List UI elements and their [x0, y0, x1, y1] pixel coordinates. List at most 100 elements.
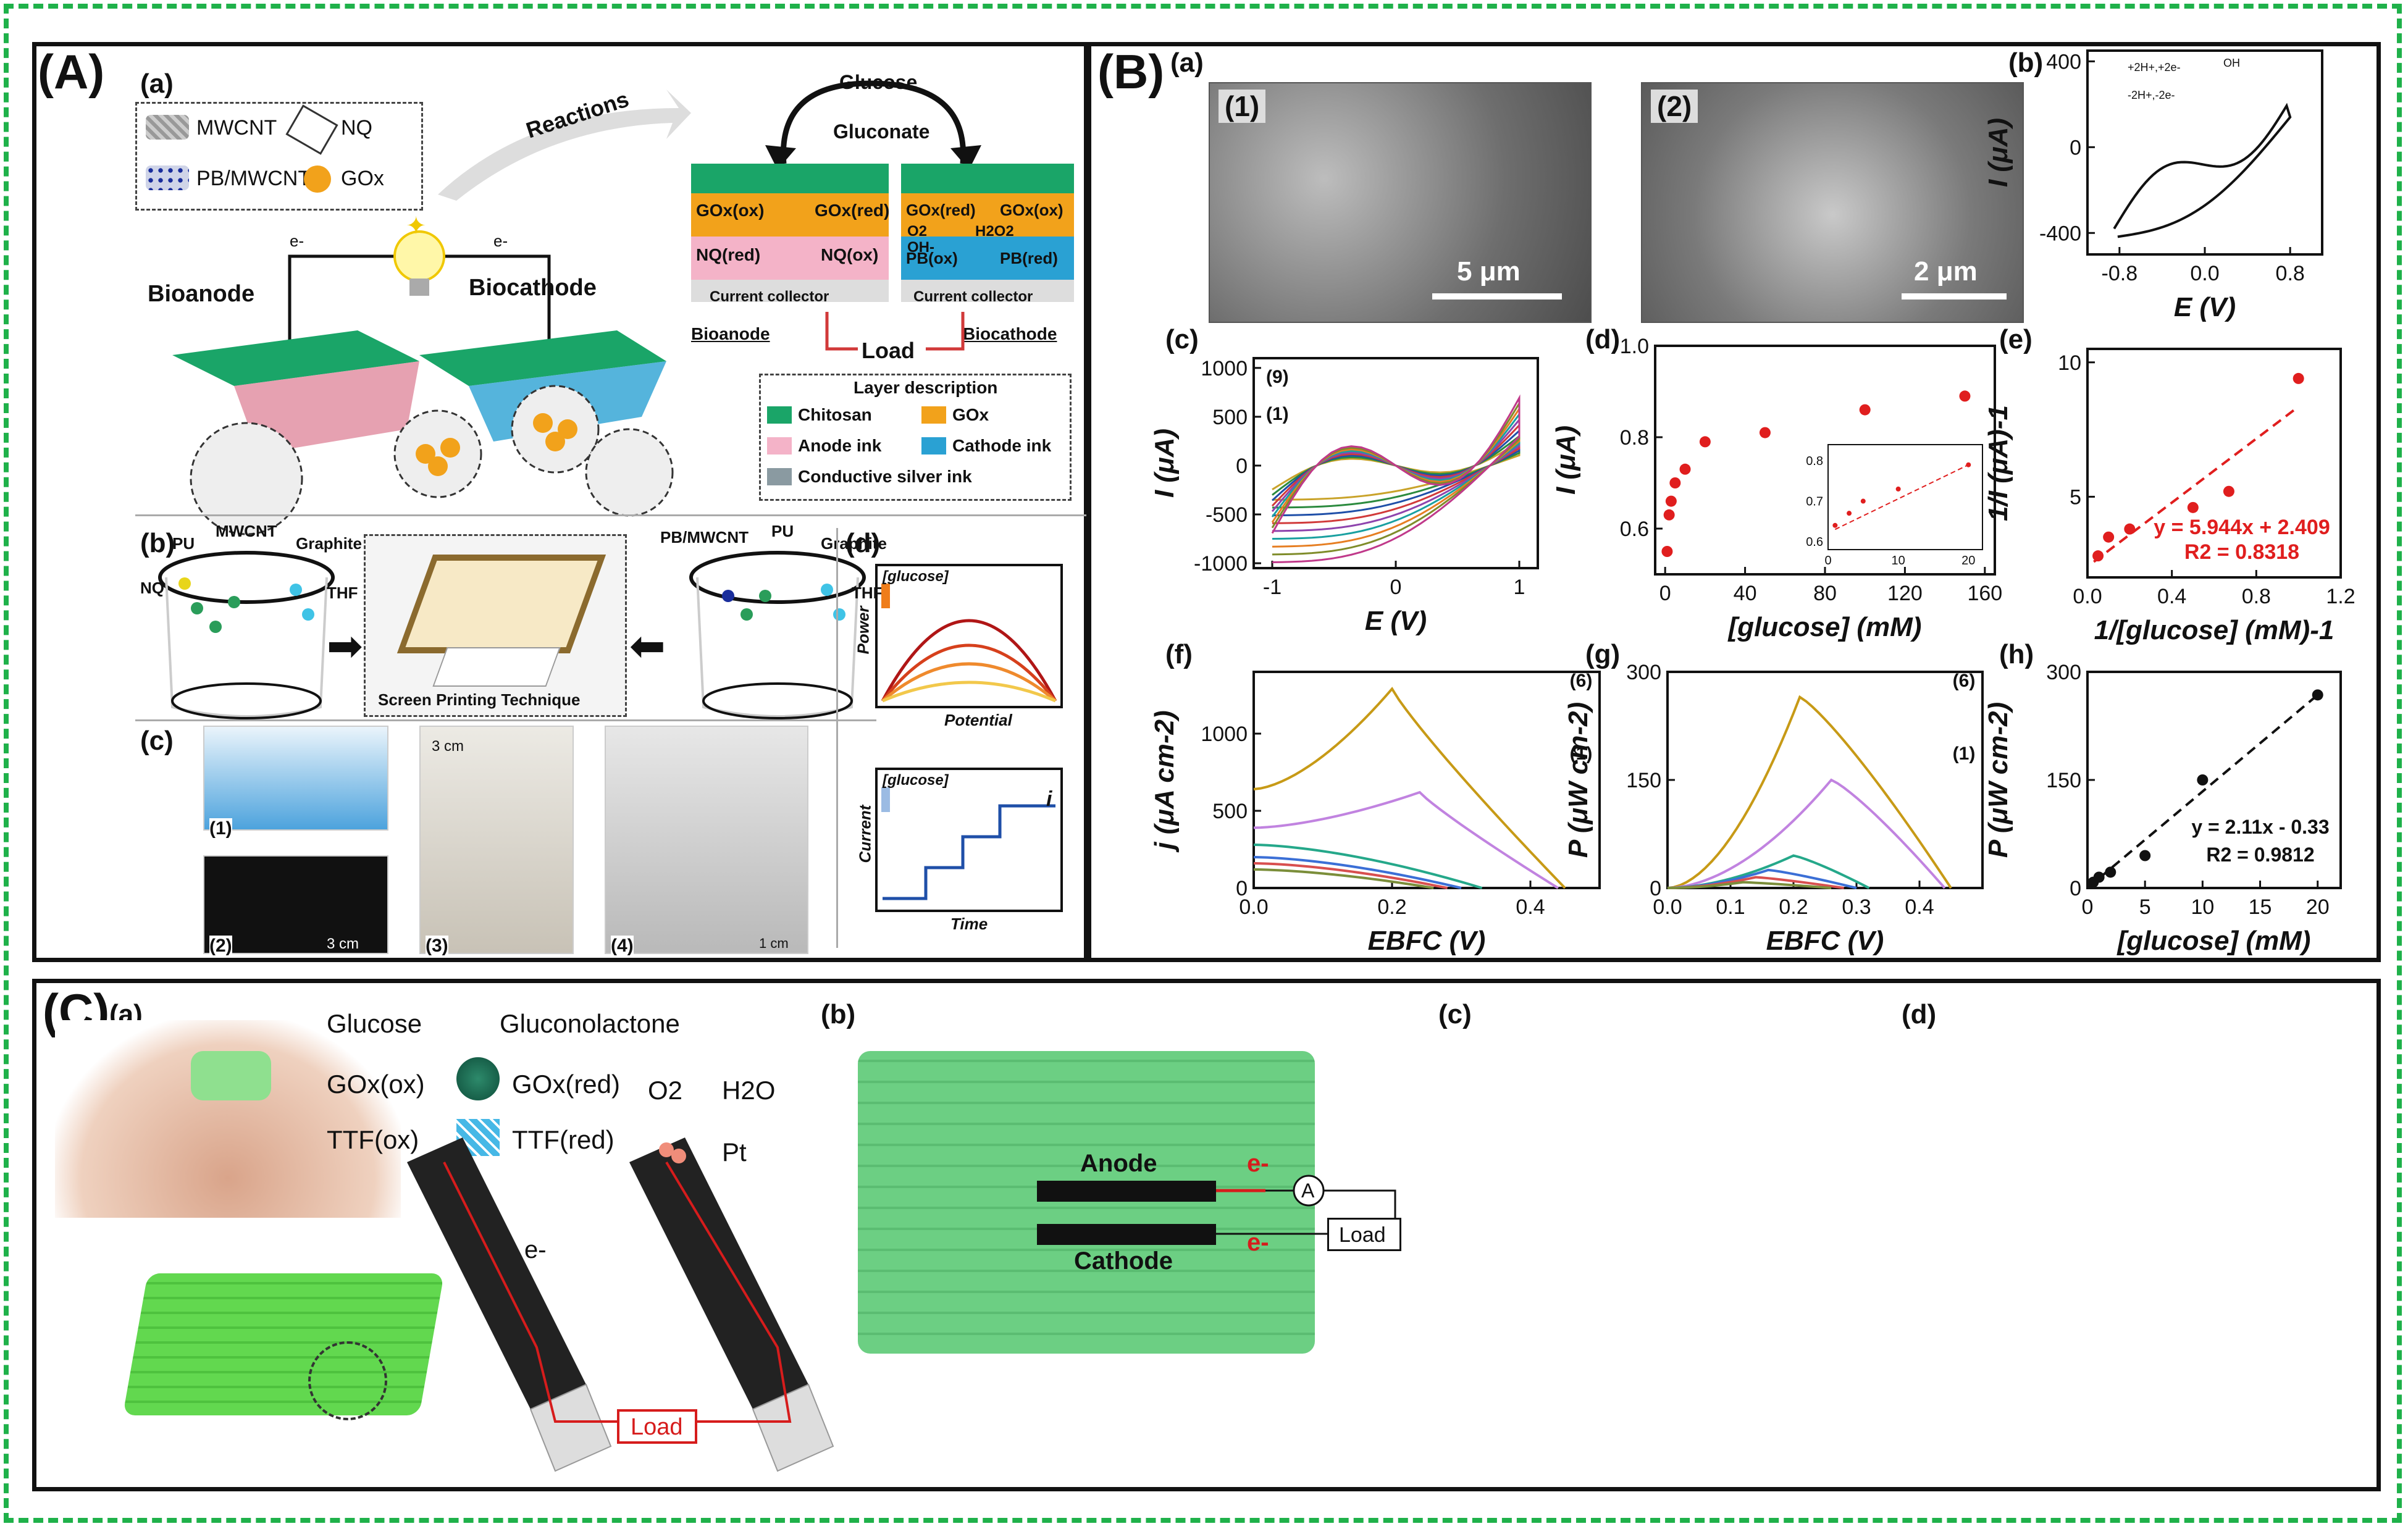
Bh-xtick-label: 20	[2306, 895, 2330, 919]
Bc-ytick-label: -1000	[1194, 552, 1248, 576]
Be-point	[2103, 531, 2115, 543]
Bc-xtick-label: 0	[1390, 576, 1402, 599]
Bg-xtick-label: 0.2	[1779, 895, 1808, 919]
Bg-ytick-label: 0	[1650, 877, 1661, 900]
c-cathode-label: Cathode	[1074, 1247, 1173, 1275]
Be-point	[2124, 523, 2136, 535]
Bf-ylabel: j (μA cm-2)	[1149, 710, 1180, 852]
material-legend: MWCNT NQ PB/MWCNT GOx	[135, 102, 423, 211]
Bg-series-1	[1667, 695, 1952, 889]
Bh-fit-eq: y = 2.11x - 0.33	[2191, 816, 2329, 838]
Be-xlabel: 1/[glucose] (mM)-1	[2094, 615, 2335, 645]
cathode-current-collector: Current collector	[913, 288, 1033, 305]
Bc-cv-series-7	[1271, 406, 1521, 548]
Be-xtick-label: 0.0	[2073, 585, 2102, 608]
Bf-xlabel: EBFC (V)	[1368, 926, 1486, 956]
b-right-graphite: Graphite	[821, 534, 887, 553]
Bc-annot-top: (9)	[1266, 367, 1289, 387]
c-b-load-label: Load	[1339, 1223, 1386, 1247]
photo-2-label: (2)	[209, 936, 232, 957]
Bf-ytick-label: 0	[1236, 877, 1248, 900]
Bb-ytick-label: 400	[2046, 50, 2081, 73]
cathode-h2o2: H2O2	[975, 223, 1014, 240]
b-left-nq: NQ	[140, 579, 164, 597]
Bf-series-6	[1253, 868, 1434, 889]
sem-image-2: (2) 2 μm	[1641, 82, 2024, 323]
Bd-point	[1669, 477, 1681, 488]
beaker-right	[689, 551, 866, 719]
Bh-point	[2139, 850, 2151, 861]
Bg-xtick-label: 0.4	[1905, 895, 1934, 919]
anode-gox-ox: GOx(ox)	[696, 201, 765, 220]
c-gox-ox: GOx(ox)	[327, 1070, 425, 1099]
d-bot-i: i	[1046, 787, 1052, 811]
b-left-pu: PU	[172, 534, 195, 553]
Bh-ytick-label: 0	[2070, 877, 2081, 900]
Bh-xtick-label: 10	[2191, 895, 2214, 919]
panel-a-label: (A)	[38, 44, 105, 99]
gox-icon	[304, 165, 331, 193]
screen-printing-label: Screen Printing Technique	[378, 690, 581, 709]
subpanel-c-d-label: (d)	[1902, 999, 1937, 1029]
cathode-pb-red: PB(red)	[1000, 249, 1058, 267]
Bc-ytick-label: 0	[1236, 455, 1248, 478]
Bh-ylabel: P (μW cm-2)	[1983, 702, 2013, 858]
d-top-xlabel: Potential	[944, 711, 1012, 729]
subpanel-b-b-label: (b)	[2008, 48, 2044, 78]
outer-dashed-frame	[4, 4, 2402, 1523]
subpanel-b-label: (b)	[140, 528, 175, 558]
panel-b: (B) (a) (1) 5 μm (2) 2 μm (b) (c) (d) (e…	[1087, 42, 2381, 962]
mwcnt-icon	[146, 115, 189, 140]
layer-anode-ink: Anode ink	[798, 436, 882, 455]
Bc-ytick-label: 500	[1212, 406, 1248, 429]
sem-1-scale: 5 μm	[1457, 256, 1521, 287]
Bf-series-2	[1253, 790, 1559, 889]
Bd-point	[1859, 404, 1871, 416]
Bb-xtick-label: 0.0	[2190, 262, 2219, 285]
load-label: Load	[862, 338, 915, 363]
layer-silver-ink: Conductive silver ink	[798, 467, 972, 486]
photo-hand-mannequin	[605, 726, 808, 954]
Bb-reaction-bottom: -2H+,-2e-	[2128, 89, 2175, 101]
panel-c: (C) (a) Glucose Gluconolactone GOx(ox) G…	[32, 979, 2381, 1491]
layer-gox-swatch	[921, 406, 946, 424]
Bb-xlabel: E (V)	[2174, 292, 2236, 322]
arrow-right-icon: ➡	[327, 622, 363, 670]
legend-nq: NQ	[341, 116, 372, 140]
reactions-arrow	[438, 90, 691, 201]
Be-axes-frame	[2086, 348, 2342, 579]
Bh-point	[2197, 774, 2209, 785]
Bd-inset-fit	[1834, 464, 1969, 530]
panel-b-label: (B)	[1097, 44, 1165, 99]
Bd-point	[1663, 509, 1675, 521]
Bd-point	[1699, 436, 1711, 448]
legend-mwcnt: MWCNT	[196, 116, 277, 140]
c-load-label: Load	[631, 1414, 683, 1440]
Bg-xtick-label: 0.0	[1653, 895, 1682, 919]
anode-strip	[1037, 1181, 1216, 1202]
Bg-xtick-label: 0.3	[1842, 895, 1871, 919]
load-circuit	[825, 312, 965, 351]
Bh-point	[2312, 689, 2323, 701]
layer-chitosan: Chitosan	[798, 405, 872, 424]
sem-1-label: (1)	[1219, 90, 1266, 123]
Bh-ytick-label: 150	[2046, 769, 2081, 792]
Be-xtick-label: 0.8	[2242, 585, 2271, 608]
Bc-ytick-label: -500	[1206, 503, 1248, 527]
Bd-inset-point	[1895, 486, 1901, 492]
subpanel-b-e-label: (e)	[1999, 324, 2033, 354]
c-e: e-	[524, 1236, 547, 1263]
Bg-xtick-label: 0.1	[1716, 895, 1745, 919]
Bf-series-5	[1253, 862, 1448, 889]
subpanel-b-h-label: (h)	[1999, 639, 2034, 669]
bioanode-stack	[691, 164, 889, 312]
photo-4-scale: 1 cm	[759, 936, 789, 951]
e-right: e-	[493, 232, 508, 250]
biocathode-label: Biocathode	[469, 275, 597, 301]
Bc-xlabel: E (V)	[1365, 606, 1427, 636]
Bd-ytick-label: 0.6	[1620, 517, 1649, 541]
Bf-ytick-label: 500	[1212, 800, 1248, 823]
e-left: e-	[290, 232, 304, 250]
Bg-xlabel: EBFC (V)	[1766, 926, 1884, 956]
photo-2-scale: 3 cm	[327, 936, 359, 952]
